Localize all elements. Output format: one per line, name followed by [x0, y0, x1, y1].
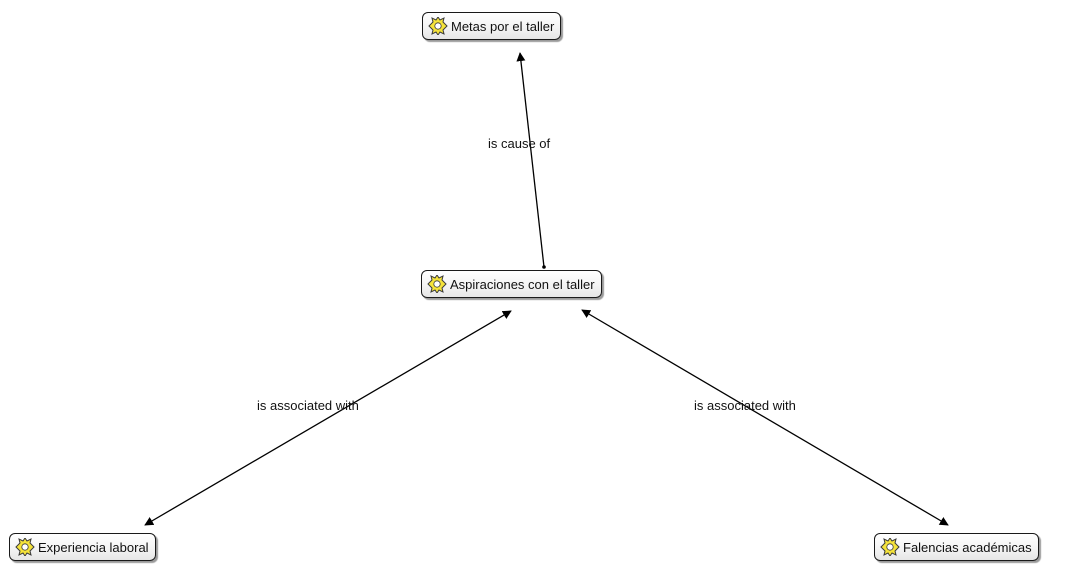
concept-node-label: Aspiraciones con el taller [450, 276, 595, 292]
concept-node-label: Falencias académicas [903, 539, 1032, 555]
concept-node-icon [15, 538, 35, 556]
concept-node-falencias[interactable]: Falencias académicas [874, 533, 1039, 561]
edge-line-assoc-right [581, 309, 949, 526]
edge-line-assoc-left [144, 310, 512, 526]
concept-node-icon [428, 17, 448, 35]
concept-node-metas[interactable]: Metas por el taller [422, 12, 562, 40]
edge-label-assoc-left[interactable]: is associated with [257, 398, 359, 413]
concept-node-experiencia[interactable]: Experiencia laboral [9, 533, 156, 561]
concept-node-aspiraciones[interactable]: Aspiraciones con el taller [421, 270, 602, 298]
edge-label-cause[interactable]: is cause of [488, 136, 551, 151]
concept-node-icon [427, 275, 447, 293]
concept-node-label: Experiencia laboral [38, 539, 149, 555]
edge-label-assoc-right[interactable]: is associated with [694, 398, 796, 413]
edge-line-cause [516, 52, 545, 268]
concept-node-icon [880, 538, 900, 556]
edge-anchor-dot [542, 265, 546, 269]
concept-node-label: Metas por el taller [451, 18, 555, 34]
